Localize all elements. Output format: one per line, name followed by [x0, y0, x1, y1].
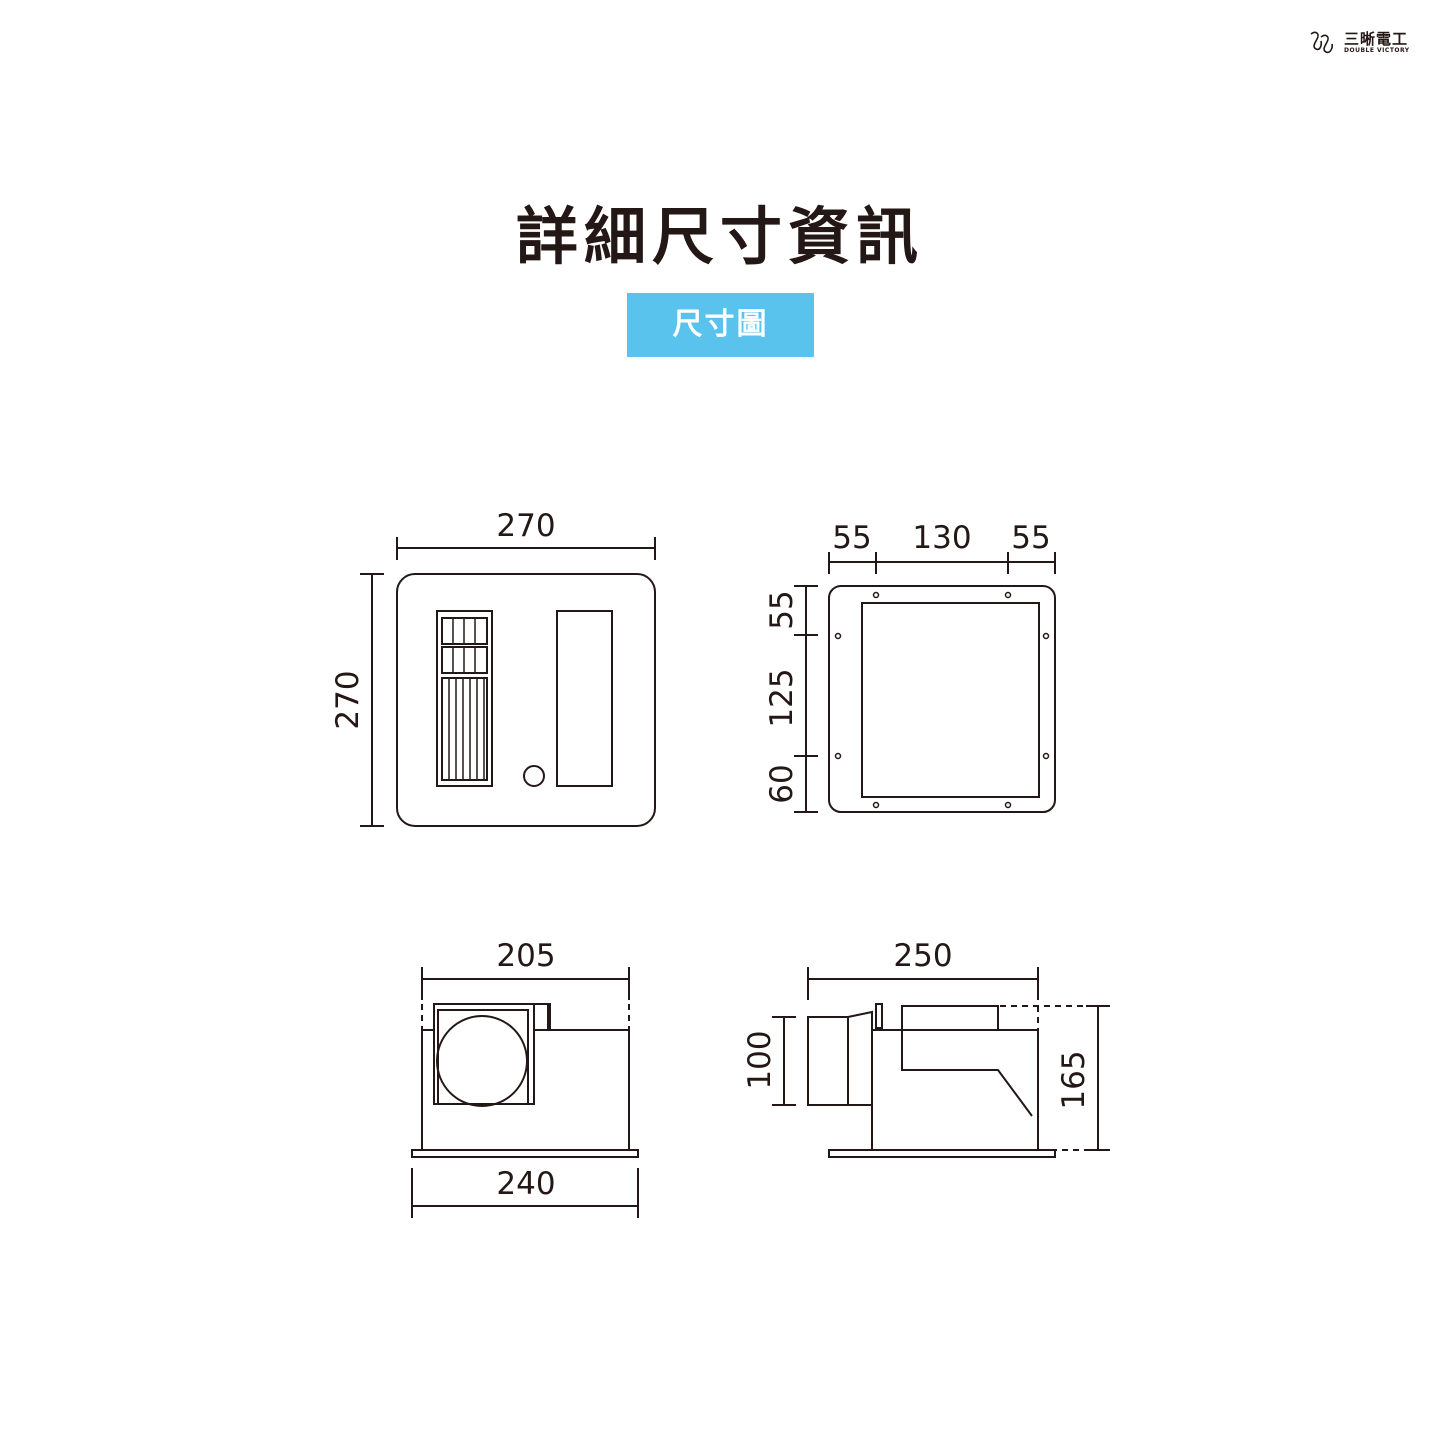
side-a-top-label: 205	[496, 938, 555, 974]
cutout-center-label: 125	[764, 668, 800, 727]
indicator-light	[523, 765, 545, 787]
double-victory-logo-icon	[1310, 31, 1333, 54]
cutout-view: 55 130 55 55 125 60	[764, 520, 1056, 813]
fan-duct	[436, 1015, 528, 1107]
light-panel	[556, 610, 613, 787]
cutout-top-label: 55	[764, 590, 800, 629]
front-height-label: 270	[330, 670, 366, 729]
mounting-frame	[828, 585, 1056, 813]
vent-grille	[436, 610, 493, 787]
cutout-right-label: 55	[1011, 520, 1050, 556]
side-b-left-label: 100	[742, 1030, 778, 1089]
cutout-left-label: 55	[832, 520, 871, 556]
cutout-middle-label: 130	[912, 520, 971, 556]
cutout-opening	[861, 602, 1040, 798]
side-view-b: 250 100 165	[742, 938, 1110, 1158]
base-plate	[411, 1149, 639, 1158]
side-b-top-label: 250	[893, 938, 952, 974]
front-panel	[396, 573, 656, 827]
cutout-bottom-label: 60	[764, 764, 800, 803]
page-title: 詳細尺寸資訊	[515, 200, 924, 273]
duct-outlet	[807, 1016, 849, 1106]
front-view: 270 270	[330, 508, 656, 827]
brand-name-en: DOUBLE VICTORY	[1344, 47, 1410, 54]
screw-holes	[834, 591, 1050, 809]
base-plate	[828, 1149, 1056, 1158]
dimension-diagram-tag: 尺寸圖	[627, 293, 814, 357]
side-a-bottom-label: 240	[496, 1166, 555, 1202]
front-width-label: 270	[496, 508, 555, 544]
brand-name: 三晰電工	[1344, 30, 1409, 48]
side-view-a: 205 240	[411, 938, 639, 1218]
brand-logo: 三晰電工 DOUBLE VICTORY	[1306, 26, 1416, 60]
side-b-right-label: 165	[1056, 1050, 1092, 1109]
